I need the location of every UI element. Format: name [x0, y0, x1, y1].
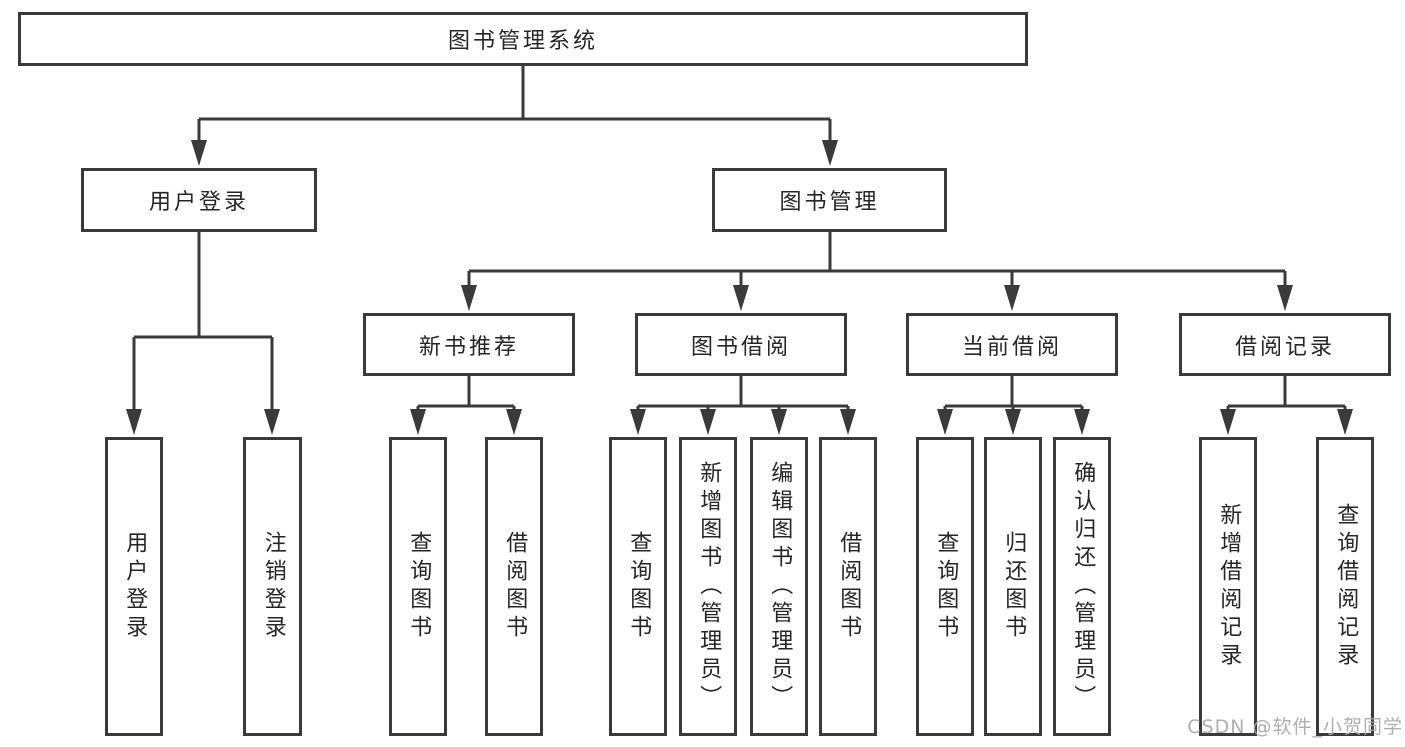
leaf-label: 查询图书: [626, 530, 652, 643]
connector-current-borrow-to-leaves: [937, 376, 1090, 435]
leaf-label: 借阅图书: [502, 530, 528, 643]
leaf-add-book-admin: 新增图书（管理员）: [679, 437, 737, 736]
leaf-confirm-return-admin: 确认归还（管理员）: [1053, 437, 1111, 736]
node-user-login: 用户登录: [81, 168, 317, 232]
connector-new-book-recommend-to-leaves: [410, 376, 522, 435]
node-current-borrow: 当前借阅: [906, 313, 1118, 376]
connector-borrow-records-to-leaves: [1220, 376, 1353, 435]
leaf-label: 编辑图书（管理员）: [767, 460, 793, 713]
leaf-borrow-books: 借阅图书: [819, 437, 877, 736]
leaf-query-borrow-record: 查询借阅记录: [1316, 437, 1374, 736]
leaf-label: 注销登录: [260, 530, 286, 643]
node-book-borrow: 图书借阅: [635, 313, 847, 376]
leaf-label: 借阅图书: [836, 530, 862, 643]
node-label: 图书管理: [779, 190, 880, 215]
node-label: 用户登录: [148, 190, 249, 215]
connector-root-to-level2: [191, 66, 838, 166]
leaf-label: 新增借阅记录: [1216, 502, 1242, 671]
node-label: 图书管理系统: [447, 29, 598, 54]
leaf-label: 查询借阅记录: [1333, 502, 1359, 671]
connector-user-login-to-leaves: [126, 232, 280, 435]
node-label: 当前借阅: [961, 334, 1062, 360]
node-label: 图书借阅: [690, 334, 791, 360]
leaf-label: 新增图书（管理员）: [696, 460, 722, 713]
leaf-borrow-books-recommend: 借阅图书: [485, 437, 543, 736]
leaf-add-borrow-record: 新增借阅记录: [1199, 437, 1257, 736]
node-book-management: 图书管理: [712, 168, 947, 232]
leaf-query-books-recommend: 查询图书: [389, 437, 447, 736]
leaf-logout: 注销登录: [243, 437, 302, 736]
leaf-label: 确认归还（管理员）: [1070, 460, 1096, 713]
connector-book-borrow-to-leaves: [630, 376, 856, 435]
leaf-label: 查询图书: [933, 530, 959, 643]
leaf-query-books-borrow: 查询图书: [609, 437, 667, 736]
node-label: 借阅记录: [1234, 334, 1335, 360]
leaf-return-book: 归还图书: [984, 437, 1042, 736]
watermark: CSDN @软件_小贺同学: [1187, 716, 1403, 738]
leaf-label: 归还图书: [1001, 530, 1027, 643]
leaf-label: 用户登录: [122, 530, 148, 643]
leaf-label: 查询图书: [406, 530, 432, 643]
leaf-edit-book-admin: 编辑图书（管理员）: [750, 437, 808, 736]
leaf-query-books-current: 查询图书: [916, 437, 974, 736]
node-library-management-system: 图书管理系统: [18, 12, 1028, 66]
node-new-book-recommend: 新书推荐: [363, 313, 575, 376]
node-borrow-records: 借阅记录: [1179, 313, 1391, 376]
connector-book-management-to-level3: [461, 232, 1293, 311]
node-label: 新书推荐: [418, 334, 519, 360]
leaf-user-login: 用户登录: [105, 437, 163, 736]
